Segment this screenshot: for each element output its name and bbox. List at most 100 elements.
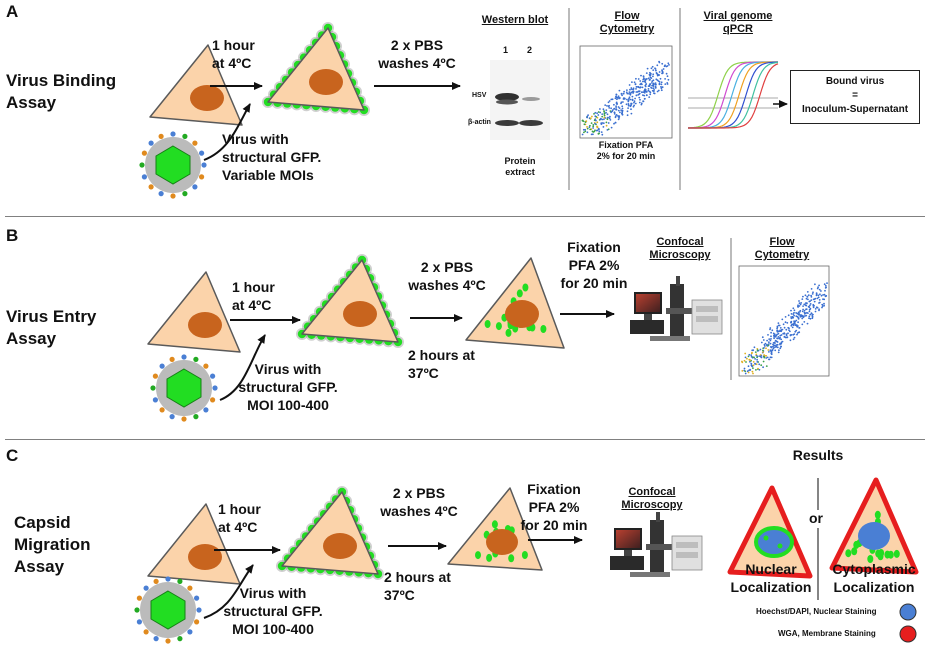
event-dot <box>648 73 651 76</box>
event-dot <box>607 116 609 119</box>
event-dot <box>641 86 644 89</box>
event-dot <box>652 79 655 82</box>
assay-title: Virus Binding Assay <box>6 71 117 112</box>
event-dot <box>793 336 796 339</box>
event-dot <box>823 298 826 301</box>
blot-label: HSV <box>472 92 487 99</box>
event-dot <box>750 354 753 357</box>
event-dot <box>606 113 609 116</box>
event-dot <box>652 73 655 76</box>
internalized-capsid <box>887 550 894 559</box>
event-dot <box>581 119 584 122</box>
microscope-image <box>630 276 723 341</box>
event-dot <box>824 289 826 292</box>
event-dot <box>744 356 747 359</box>
event-dot <box>779 347 782 350</box>
event-dot <box>752 367 754 369</box>
event-dot <box>754 363 757 365</box>
arrow <box>203 103 251 161</box>
event-dot <box>770 335 772 338</box>
event-dot <box>613 103 615 106</box>
virus-surface-protein <box>194 619 200 625</box>
event-dot <box>810 299 813 301</box>
event-dot <box>667 62 670 65</box>
event-dot <box>635 77 637 80</box>
virus-surface-protein <box>148 140 154 146</box>
event-dot <box>776 330 778 332</box>
event-dot <box>780 345 782 348</box>
internalized-capsid <box>540 325 547 333</box>
microscope-image <box>610 512 703 577</box>
event-dot <box>646 67 649 70</box>
event-dot <box>599 118 602 121</box>
event-dot <box>810 294 812 297</box>
event-dot <box>767 343 770 345</box>
result-cell-cytoplasmic <box>829 477 919 575</box>
event-dot <box>632 92 634 94</box>
event-dot <box>667 78 670 81</box>
event-dot <box>600 123 603 125</box>
event-dot <box>604 104 607 106</box>
event-dot <box>808 308 811 311</box>
virus-surface-protein <box>192 140 198 146</box>
event-dot <box>766 339 768 342</box>
event-dot <box>592 133 594 136</box>
virus-surface-protein <box>170 131 176 137</box>
event-dot <box>761 336 764 339</box>
event-dot <box>644 88 647 91</box>
event-dot <box>637 90 640 93</box>
event-dot <box>594 129 596 132</box>
event-dot <box>656 73 659 76</box>
virus-surface-protein <box>182 191 188 197</box>
event-dot <box>805 308 808 310</box>
event-dot <box>779 343 781 346</box>
panel-a-graphics <box>139 8 788 199</box>
cell-plain <box>149 44 243 126</box>
event-dot <box>762 366 764 369</box>
virus-particle <box>150 354 218 422</box>
event-dot <box>631 88 633 91</box>
event-dot <box>818 288 821 291</box>
event-dot <box>586 126 588 128</box>
event-dot <box>819 293 821 296</box>
step-37c: 2 hours at 37ºC <box>408 347 475 381</box>
virus-surface-protein <box>177 578 183 584</box>
event-dot <box>660 89 663 92</box>
result-cell-nuclear <box>727 485 813 579</box>
fixation-label: Fixation PFA 2% for 20 min <box>560 239 628 291</box>
event-dot <box>654 82 657 84</box>
event-dot <box>810 288 813 290</box>
event-dot <box>815 292 818 295</box>
event-dot <box>605 124 608 127</box>
event-dot <box>776 325 779 328</box>
event-dot <box>645 94 648 97</box>
virus-surface-protein <box>139 162 145 168</box>
event-dot <box>644 97 646 100</box>
event-dot <box>821 303 824 306</box>
event-dot <box>752 372 754 375</box>
event-dot <box>797 325 799 327</box>
event-dot <box>747 355 750 358</box>
confocal-microscopy-title: Confocal Microscopy <box>621 486 683 511</box>
fixation-label: Fixation PFA 2% for 20 min <box>520 481 588 533</box>
event-dot <box>792 313 795 315</box>
event-dot <box>759 348 762 351</box>
event-dot <box>628 96 631 99</box>
event-dot <box>614 121 617 124</box>
event-dot <box>607 101 610 104</box>
event-dot <box>664 64 666 67</box>
event-dot <box>771 349 774 351</box>
event-dot <box>650 86 652 89</box>
event-dot <box>823 304 825 307</box>
event-dot <box>801 310 804 313</box>
event-dot <box>640 82 642 85</box>
event-dot <box>653 92 655 94</box>
confocal-microscopy-title: Confocal Microscopy <box>649 236 711 261</box>
event-dot <box>753 346 756 349</box>
event-dot <box>597 111 600 113</box>
event-dot <box>818 299 821 301</box>
event-dot <box>611 109 614 111</box>
event-dot <box>638 96 641 99</box>
event-dot <box>632 87 635 90</box>
event-dot <box>658 74 660 76</box>
